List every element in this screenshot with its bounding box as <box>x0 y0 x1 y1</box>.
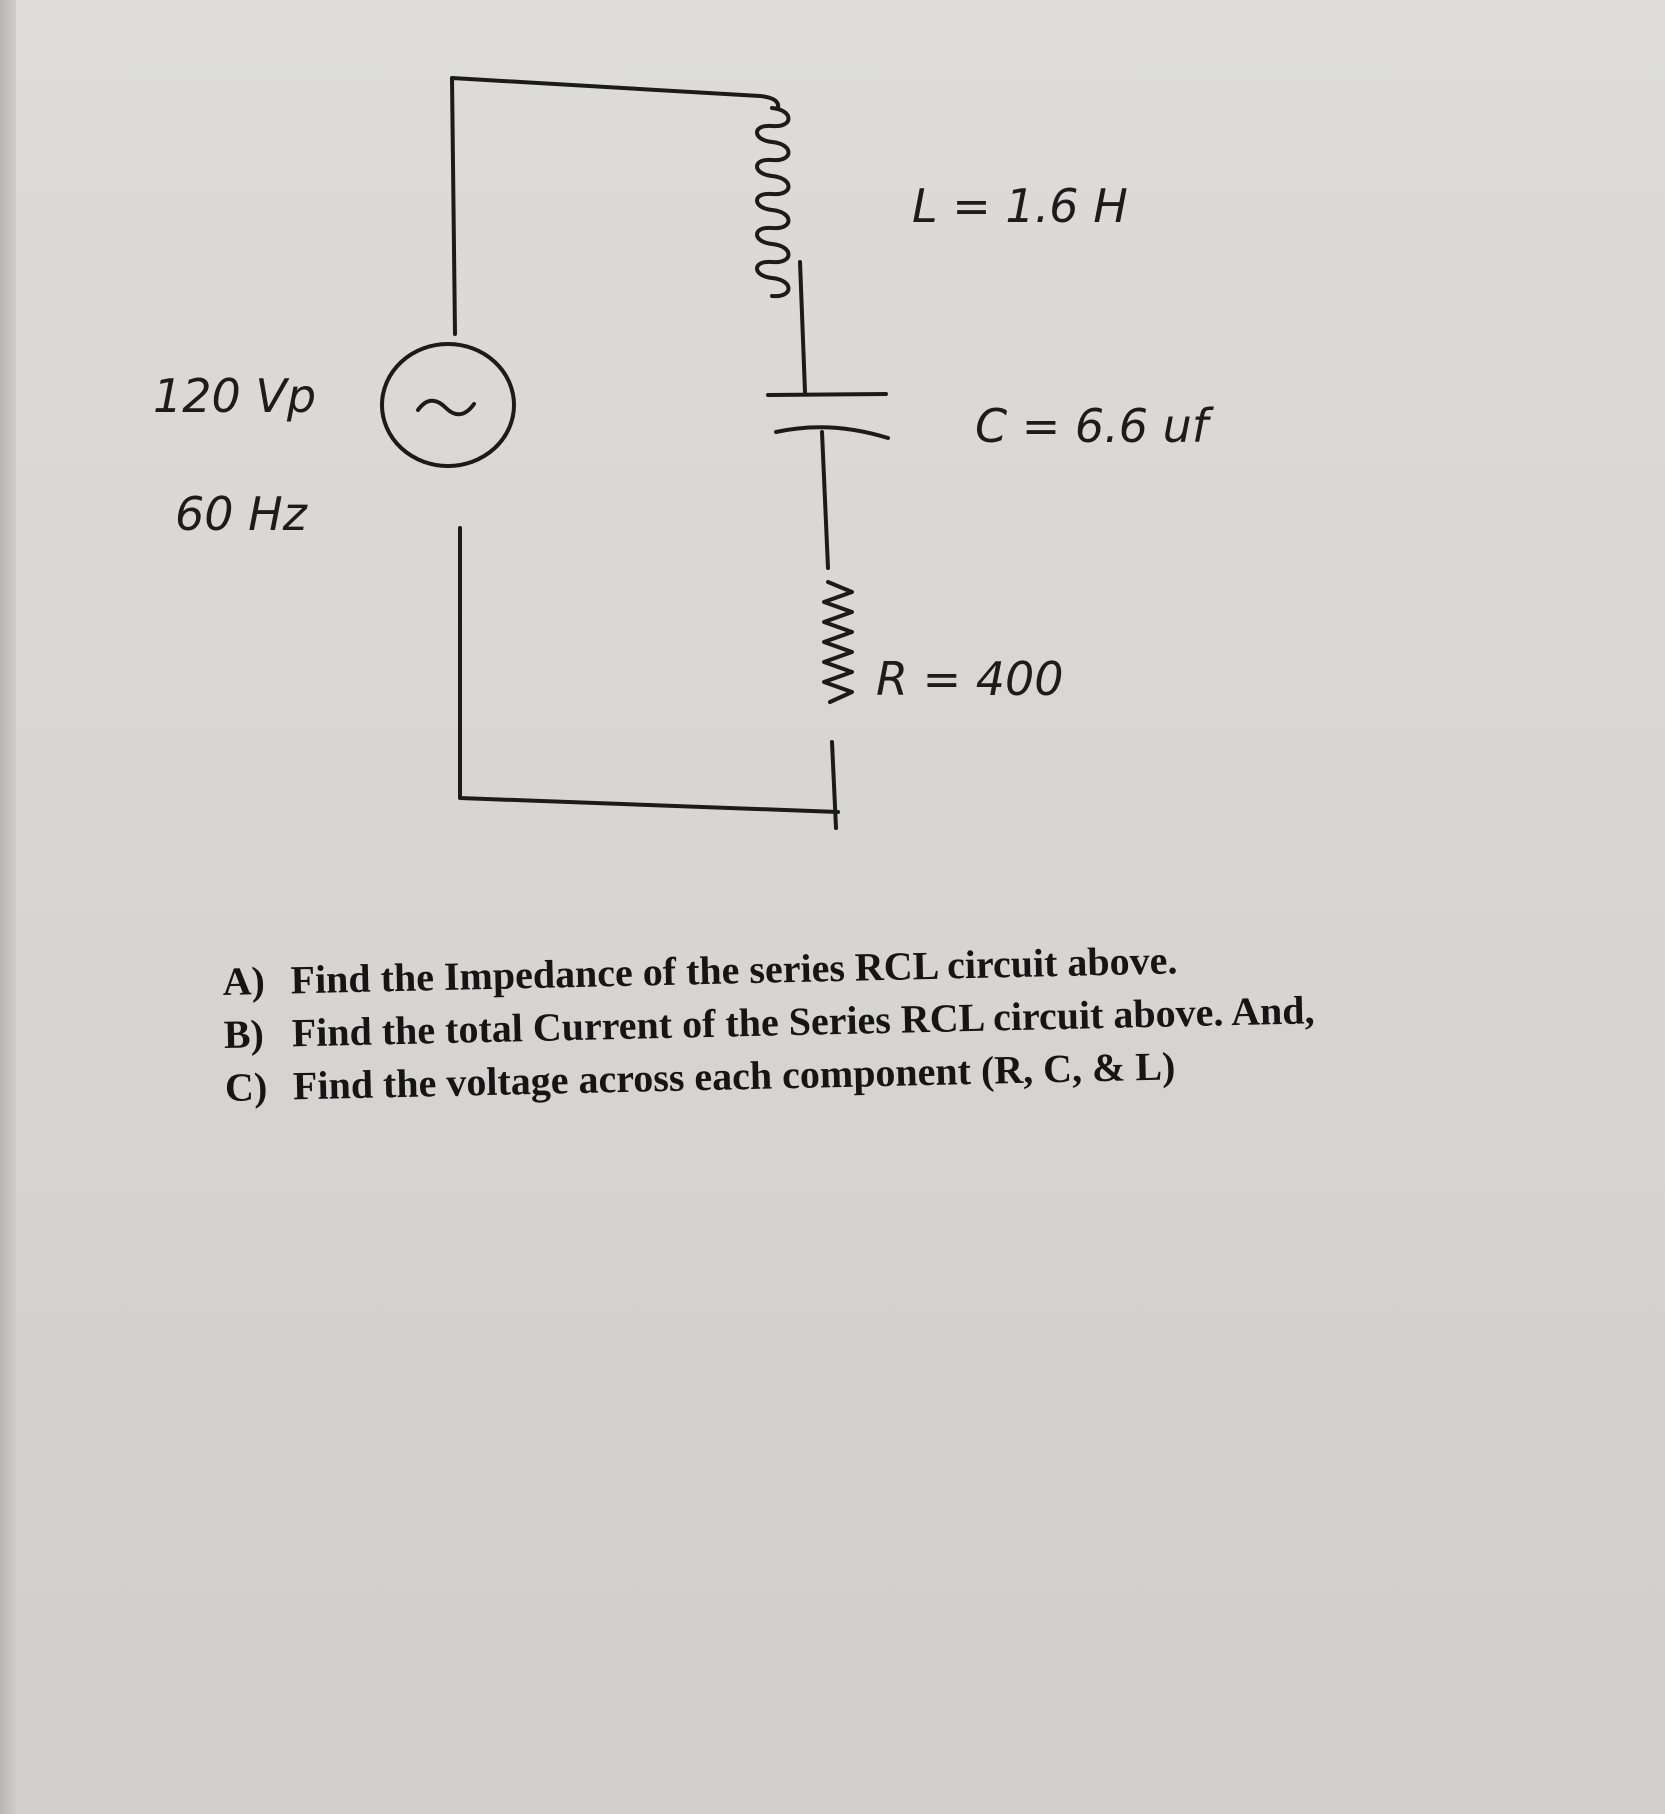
capacitor-value-label: C = 6.6 uf <box>975 399 1214 453</box>
question-list: A) Find the Impedance of the series RCL … <box>222 926 1485 1114</box>
capacitor-resistor-wire <box>820 430 830 570</box>
capacitor-plate-top <box>766 392 888 397</box>
source-amplitude-label: 120 Vp <box>153 369 316 423</box>
ac-source-tilde <box>416 398 476 417</box>
inductor-value-label: L = 1.6 H <box>912 179 1128 233</box>
inductor-capacitor-wire <box>798 260 807 394</box>
ac-source-circle <box>380 342 516 468</box>
question-letter: C) <box>224 1064 268 1110</box>
question-letter: A) <box>222 958 266 1004</box>
source-frequency-label: 60 Hz <box>175 487 308 541</box>
bottom-wire <box>458 526 840 814</box>
resistor-lower-lead <box>830 740 838 830</box>
page-edge <box>0 0 16 1814</box>
top-wire <box>450 76 781 336</box>
resistor-zigzag <box>822 580 854 704</box>
capacitor-plate-bottom <box>774 425 890 440</box>
question-letter: B) <box>223 1011 265 1057</box>
inductor-coil <box>755 106 791 299</box>
rcl-circuit-diagram: 120 Vp 60 Hz L = 1.6 H C = 6.6 uf R = 40… <box>153 76 1214 830</box>
resistor-value-label: R = 400 <box>876 652 1064 706</box>
